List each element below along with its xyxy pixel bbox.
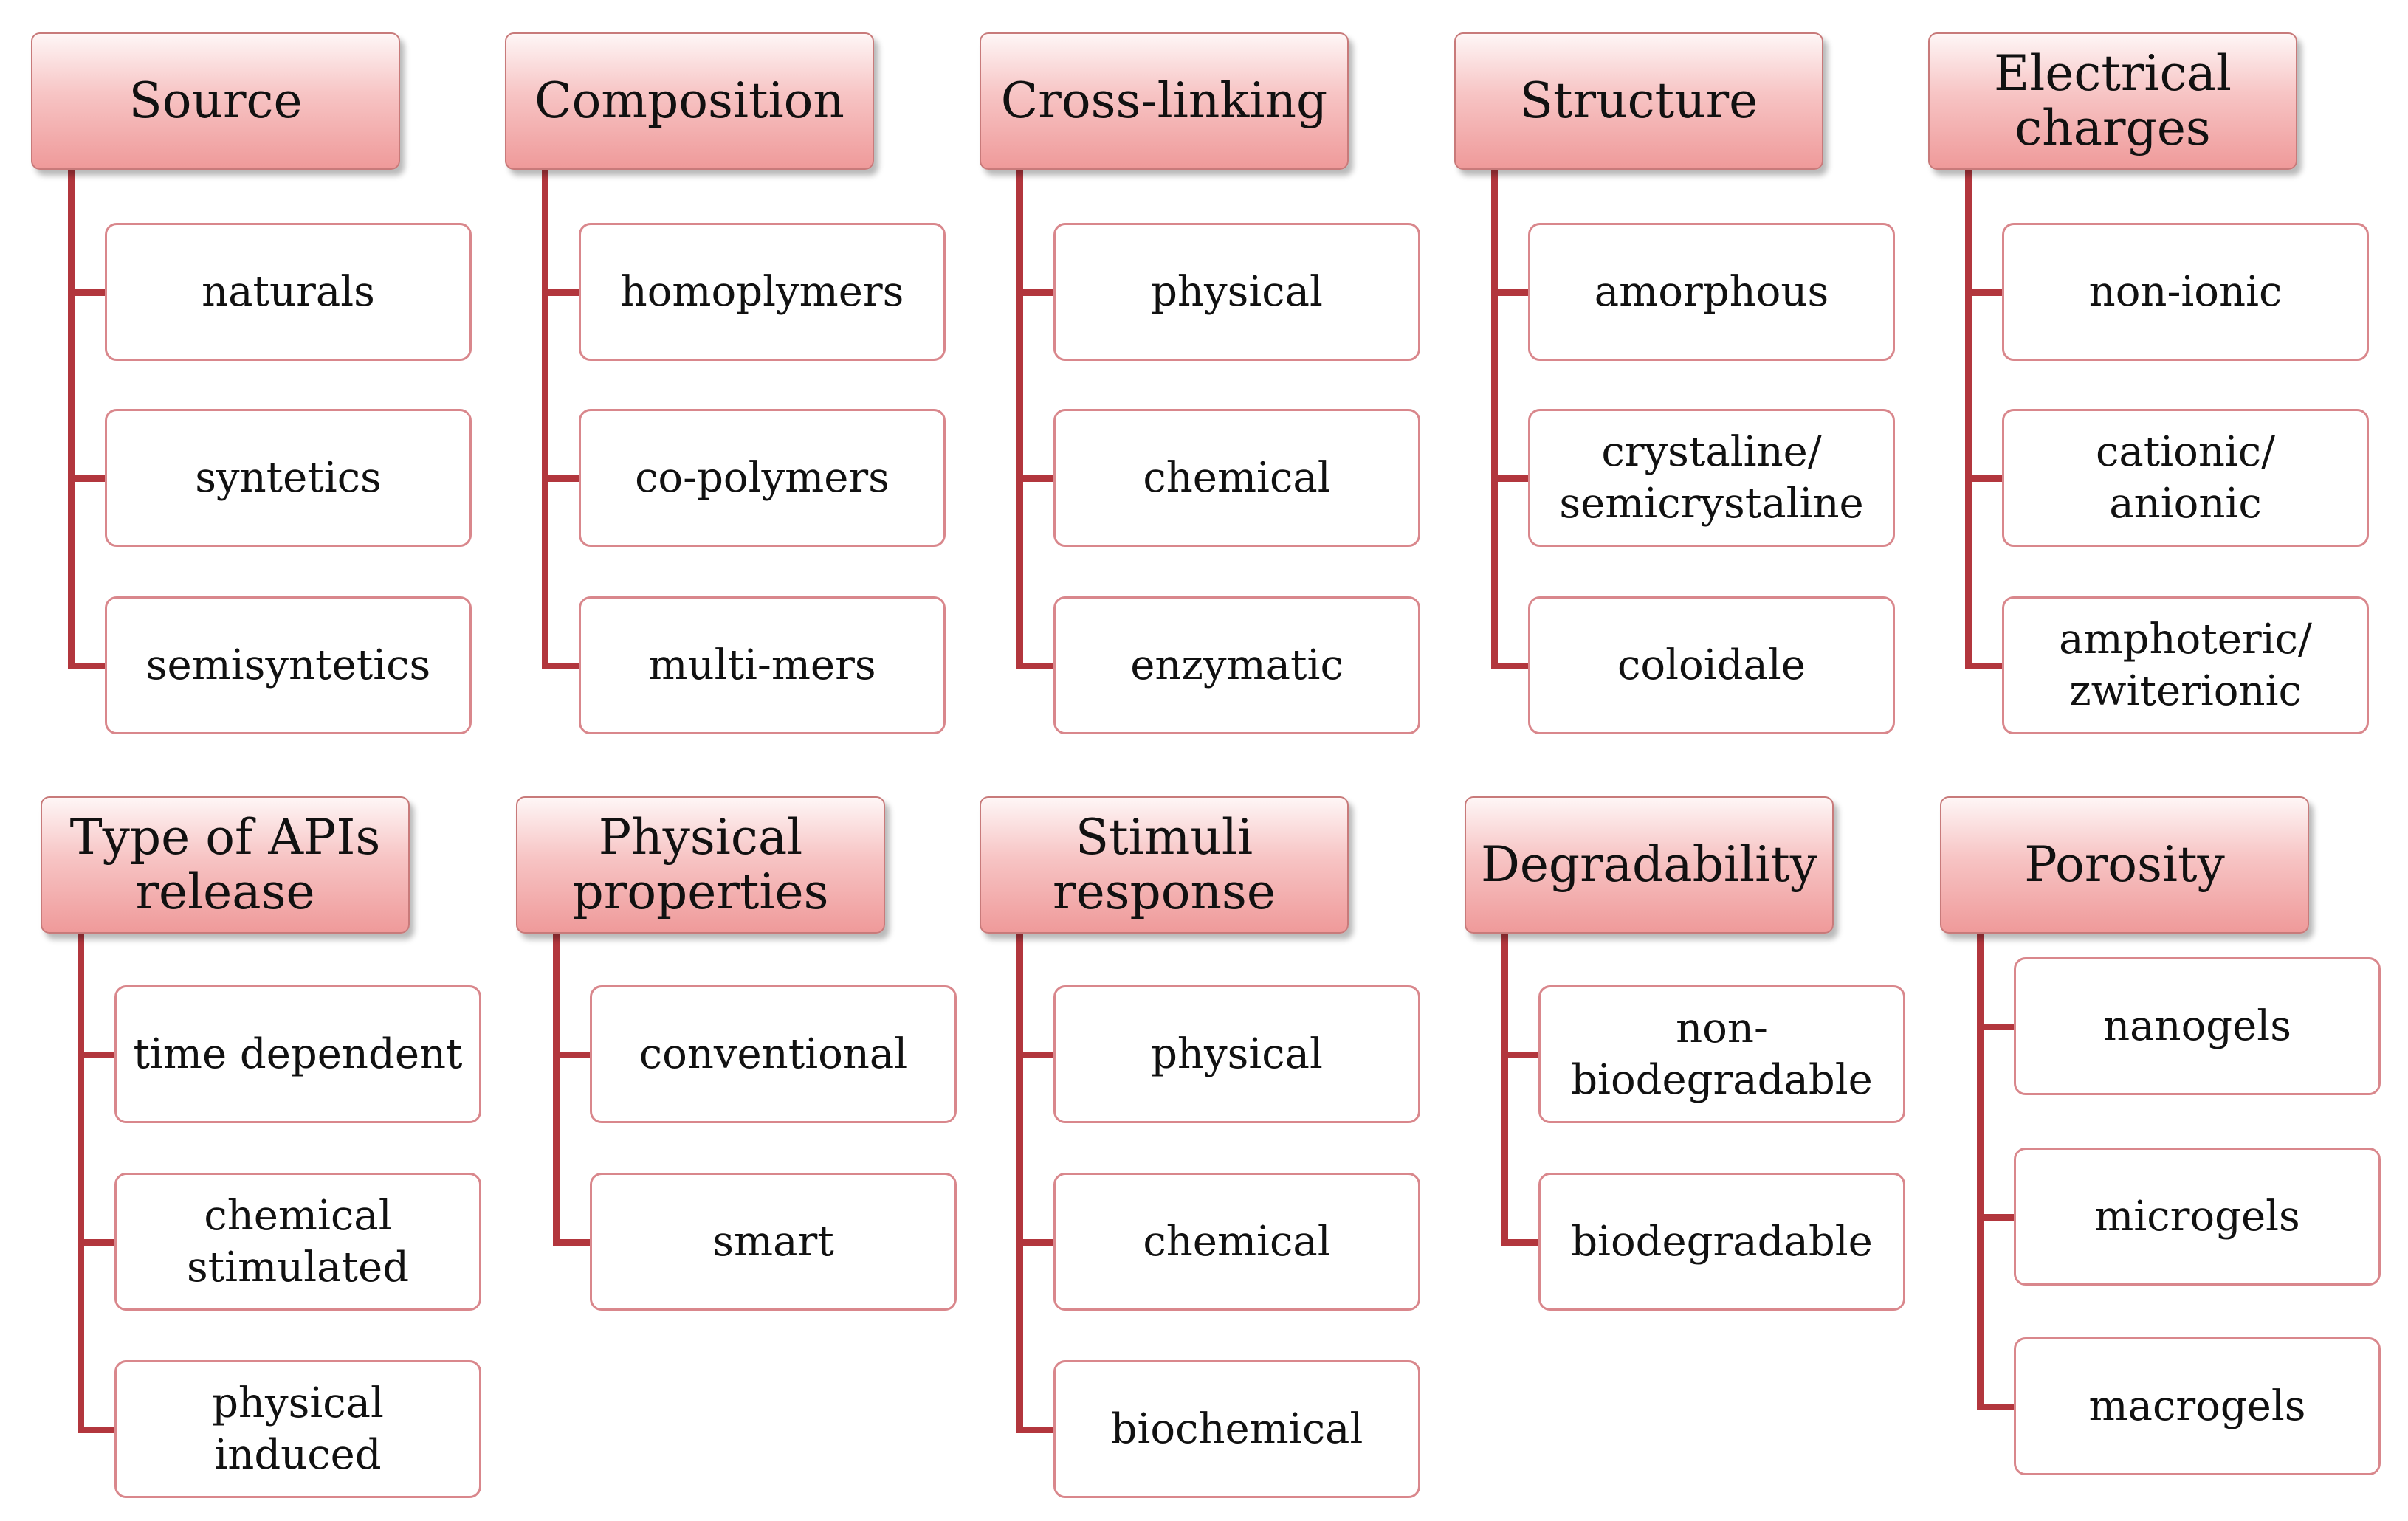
connector-branch xyxy=(1977,1213,2015,1221)
category-header: Cross-linking xyxy=(980,32,1349,170)
connector-branch xyxy=(542,289,580,296)
connector-branch xyxy=(68,289,106,296)
category-item: smart xyxy=(590,1173,957,1311)
connector-branch xyxy=(553,1051,591,1058)
connector-branch xyxy=(68,662,106,669)
category-header: Type of APIs release xyxy=(41,796,410,934)
connector-trunk xyxy=(542,167,548,669)
category-item: time dependent xyxy=(114,985,481,1123)
connector-branch xyxy=(1016,662,1055,669)
connector-branch xyxy=(1977,1403,2015,1410)
connector-branch xyxy=(1965,289,2003,296)
category-item: multi-mers xyxy=(579,596,946,734)
connector-branch xyxy=(68,475,106,482)
connector-branch xyxy=(78,1238,116,1246)
category-item: chemical xyxy=(1053,1173,1420,1311)
connector-branch xyxy=(542,662,580,669)
category-item: chemical stimulated xyxy=(114,1173,481,1311)
category-item: microgels xyxy=(2014,1148,2381,1286)
connector-trunk xyxy=(1501,931,1508,1246)
category-header: Stimuli response xyxy=(980,796,1349,934)
connector-branch xyxy=(1016,1051,1055,1058)
connector-branch xyxy=(1977,1023,2015,1030)
connector-branch xyxy=(1016,1238,1055,1246)
connector-branch xyxy=(1016,289,1055,296)
category-item: physical xyxy=(1053,985,1420,1123)
category-item: co-polymers xyxy=(579,409,946,547)
connector-branch xyxy=(1016,1426,1055,1433)
category-item: naturals xyxy=(105,223,472,361)
category-item: semisyntetics xyxy=(105,596,472,734)
connector-branch xyxy=(78,1051,116,1058)
connector-trunk xyxy=(78,931,84,1433)
connector-branch xyxy=(1965,475,2003,482)
connector-trunk xyxy=(1977,931,1984,1410)
connector-branch xyxy=(1491,289,1530,296)
category-item: biodegradable xyxy=(1538,1173,1905,1311)
category-header: Physical properties xyxy=(516,796,885,934)
category-item: physical induced xyxy=(114,1360,481,1498)
category-item: crystaline/ semicrystaline xyxy=(1528,409,1895,547)
category-item: syntetics xyxy=(105,409,472,547)
category-item: homoplymers xyxy=(579,223,946,361)
connector-branch xyxy=(78,1426,116,1433)
connector-branch xyxy=(1016,475,1055,482)
connector-branch xyxy=(1965,662,2003,669)
category-item: coloidale xyxy=(1528,596,1895,734)
category-header: Degradability xyxy=(1465,796,1834,934)
connector-branch xyxy=(1501,1238,1540,1246)
connector-trunk xyxy=(68,167,75,669)
category-item: enzymatic xyxy=(1053,596,1420,734)
connector-trunk xyxy=(1491,167,1498,669)
connector-branch xyxy=(542,475,580,482)
category-header: Structure xyxy=(1454,32,1823,170)
category-item: biochemical xyxy=(1053,1360,1420,1498)
category-item: nanogels xyxy=(2014,957,2381,1095)
category-item: amphoteric/ zwiterionic xyxy=(2002,596,2369,734)
connector-trunk xyxy=(1016,931,1023,1433)
category-item: non- biodegradable xyxy=(1538,985,1905,1123)
category-header: Electrical charges xyxy=(1928,32,2297,170)
category-header: Porosity xyxy=(1940,796,2309,934)
category-item: cationic/ anionic xyxy=(2002,409,2369,547)
connector-branch xyxy=(1501,1051,1540,1058)
category-item: conventional xyxy=(590,985,957,1123)
connector-trunk xyxy=(1965,167,1972,669)
connector-branch xyxy=(1491,662,1530,669)
category-header: Source xyxy=(31,32,400,170)
category-item: chemical xyxy=(1053,409,1420,547)
category-item: physical xyxy=(1053,223,1420,361)
category-item: non-ionic xyxy=(2002,223,2369,361)
category-item: macrogels xyxy=(2014,1337,2381,1475)
category-header: Composition xyxy=(505,32,874,170)
connector-trunk xyxy=(1016,167,1023,669)
connector-branch xyxy=(553,1238,591,1246)
connector-trunk xyxy=(553,931,560,1246)
connector-branch xyxy=(1491,475,1530,482)
category-item: amorphous xyxy=(1528,223,1895,361)
